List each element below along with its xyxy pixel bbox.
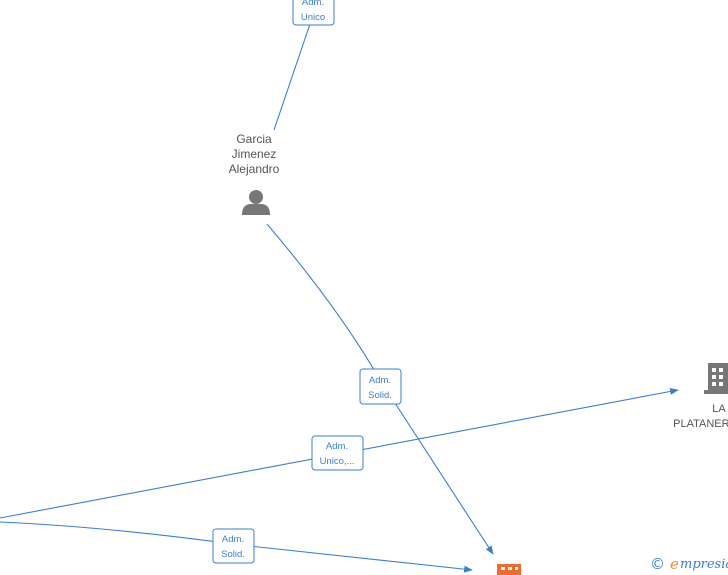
company-node-right[interactable]: LA PLATANERA: [673, 363, 728, 430]
edge-top-to-person[interactable]: [273, 23, 311, 131]
building-icon: [704, 363, 728, 394]
company-node-bottom[interactable]: [497, 564, 521, 575]
person-name-line2: Jimenez: [232, 147, 277, 161]
edge-label-top-line2: Unico: [301, 12, 325, 23]
edge-label-top[interactable]: Adm. Unico: [292, 0, 335, 26]
company-right-name-line1: LA: [712, 403, 726, 415]
person-name-line3: Alejandro: [229, 162, 280, 176]
edge-label-left-bottom[interactable]: Adm. Solid.: [212, 528, 255, 564]
edge-label-left-bottom-line2: Solid.: [221, 549, 245, 560]
brand-name: mpresia: [680, 557, 728, 572]
person-name-line1: Garcia: [236, 132, 272, 146]
person-icon: [242, 190, 270, 215]
edge-label-person-bottom-line1: Adm.: [369, 375, 391, 386]
edge-label-left-bottom-line1: Adm.: [222, 534, 244, 545]
edge-label-left-right[interactable]: Adm. Unico,...: [311, 435, 364, 471]
copyright-icon: ©: [650, 555, 665, 573]
company-right-name-line2: PLATANERA: [673, 418, 728, 430]
brand-watermark: © e mpresia: [650, 555, 728, 573]
edge-label-person-bottom[interactable]: Adm. Solid.: [359, 368, 402, 405]
edge-label-person-bottom-line2: Solid.: [368, 390, 392, 401]
edge-label-top-line1: Adm.: [302, 0, 324, 8]
edge-label-left-right-line2: Unico,...: [320, 456, 355, 467]
person-node[interactable]: Garcia Jimenez Alejandro: [229, 132, 280, 215]
brand-e-letter: e: [670, 555, 679, 573]
edge-label-left-right-line1: Adm.: [326, 441, 348, 452]
building-icon: [497, 564, 521, 575]
